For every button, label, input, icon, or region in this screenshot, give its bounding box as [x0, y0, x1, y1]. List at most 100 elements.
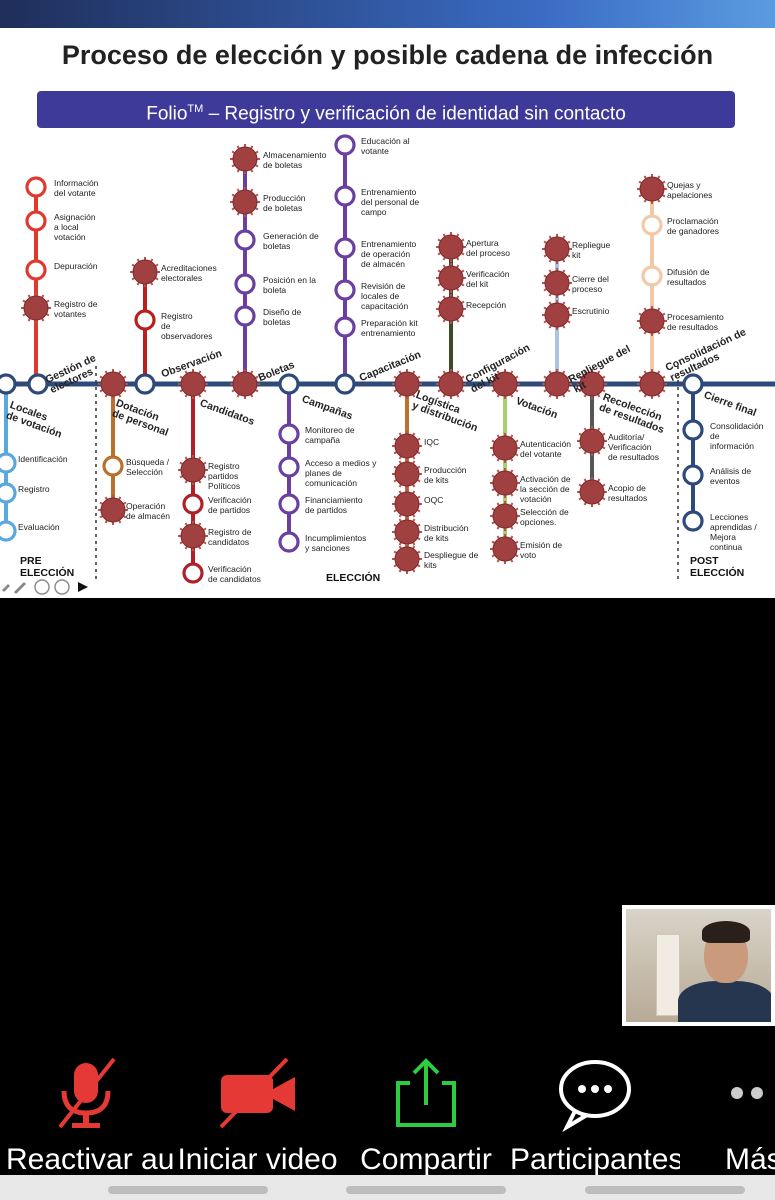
- more-icon: [54, 579, 70, 595]
- gestion-item-0: Información del votante: [54, 178, 99, 198]
- more-button[interactable]: Más: [725, 1050, 775, 1177]
- candidatos-virus-0: [178, 455, 208, 485]
- phase-election: ELECCIÓN: [326, 572, 381, 584]
- cierre-main-station: [682, 373, 704, 395]
- campanas-item-2: Financiamiento de partidos: [305, 495, 363, 515]
- consolidacion-station-2: [641, 265, 663, 287]
- consolidacion-item-1: Proclamación de ganadores: [667, 216, 719, 236]
- boletas-virus-1: [230, 187, 260, 217]
- campanas-item-0: Monitoreo de campaña: [305, 425, 355, 445]
- campanas-item-3: Incumplimientos y sanciones: [305, 533, 367, 553]
- pen-icon: [14, 582, 26, 594]
- capacitacion-station-2: [334, 237, 356, 259]
- annotation-tools[interactable]: [0, 578, 95, 599]
- repliegue-virus-2: [542, 300, 572, 330]
- observacion-item-1: Registro de observadores: [161, 311, 213, 341]
- logistica-main-virus: [392, 369, 422, 399]
- campanas-main-station: [278, 373, 300, 395]
- campanas-item-1: Acceso a medios y planes de comunicación: [305, 458, 377, 488]
- boletas-station-2: [234, 229, 256, 251]
- locales-station-1: [0, 482, 17, 504]
- participant-video-feed: [626, 909, 771, 1022]
- votacion-virus-0: [490, 433, 520, 463]
- capacitacion-item-2: Entrenamiento de operación de almacén: [361, 239, 417, 269]
- votacion-virus-2: [490, 501, 520, 531]
- share-button[interactable]: Compartir: [352, 1050, 500, 1177]
- gestion-station-1: [25, 210, 47, 232]
- recoleccion-virus-1: [577, 477, 607, 507]
- cierre-item-0: Consolidación de información: [710, 421, 764, 451]
- dotacion-virus-1: [98, 495, 128, 525]
- dotacion-item-1: Operación de almacén: [126, 501, 170, 521]
- votacion-main-virus: [490, 369, 520, 399]
- capacitacion-station-4: [334, 316, 356, 338]
- capacitacion-station-3: [334, 279, 356, 301]
- participant-body: [678, 981, 771, 1022]
- gestion-item-1: Asignación a local votación: [54, 212, 96, 242]
- nav-back-handle[interactable]: [585, 1186, 745, 1194]
- boletas-item-2: Generación de boletas: [263, 231, 319, 251]
- logistica-item-4: Despliegue de kits: [424, 550, 479, 570]
- locales-item-2: Evaluación: [18, 522, 60, 532]
- candidatos-item-2: Registro de candidatos: [208, 527, 252, 547]
- logistica-virus-1: [392, 459, 422, 489]
- locales-item-1: Registro: [18, 484, 50, 494]
- gestion-virus-3: [21, 293, 51, 323]
- capacitacion-item-1: Entrenamiento del personal de campo: [361, 187, 420, 217]
- background-shelf: [656, 934, 680, 1016]
- configuracion-item-0: Apertura del proceso: [466, 238, 510, 258]
- more-label: Más: [725, 1143, 775, 1176]
- boletas-item-0: Almacenamiento de boletas: [263, 150, 327, 170]
- video-off-icon: [170, 1050, 345, 1135]
- gestion-station-0: [25, 176, 47, 198]
- next-arrow-icon: [78, 582, 88, 592]
- configuracion-virus-1: [436, 263, 466, 293]
- capacitacion-station-0: [334, 134, 356, 156]
- repliegue-item-0: Repliegue kit: [572, 240, 611, 260]
- nav-recent-handle[interactable]: [108, 1186, 268, 1194]
- observacion-station-1: [134, 309, 156, 331]
- start-video-button[interactable]: Iniciar video: [170, 1050, 345, 1177]
- participant-hair: [702, 921, 750, 943]
- logistica-virus-4: [392, 544, 422, 574]
- votacion-item-3: Emisión de voto: [520, 540, 563, 560]
- observacion-virus-0: [130, 257, 160, 287]
- candidatos-station-3: [182, 562, 204, 584]
- cierre-station-0: [682, 419, 704, 441]
- dotacion-main-virus: [98, 369, 128, 399]
- participants-button[interactable]: Participantes: [510, 1050, 680, 1177]
- configuracion-virus-2: [436, 294, 466, 324]
- logistica-item-0: IQC: [424, 437, 440, 447]
- repliegue-virus-0: [542, 234, 572, 264]
- configuracion-item-2: Recepción: [466, 300, 507, 310]
- unmute-label: Reactivar au: [6, 1143, 175, 1176]
- locales-station-2: [0, 520, 17, 542]
- boletas-main-virus: [230, 369, 260, 399]
- logistica-item-2: OQC: [424, 495, 444, 505]
- votacion-virus-1: [490, 468, 520, 498]
- repliegue-main-virus: [542, 369, 572, 399]
- chat-bubble-icon: [510, 1050, 680, 1135]
- cierre-station-2: [682, 510, 704, 532]
- consolidacion-item-0: Quejas y apelaciones: [667, 180, 713, 200]
- observacion-main-station: [134, 373, 156, 395]
- unmute-button[interactable]: Reactivar au: [6, 1050, 175, 1177]
- consolidacion-station-1: [641, 214, 663, 236]
- shared-slide: Proceso de elección y posible cadena de …: [0, 28, 775, 598]
- boletas-station-3: [234, 273, 256, 295]
- dotacion-item-0: Búsqueda / Selección: [126, 457, 170, 477]
- candidatos-main-virus: [178, 369, 208, 399]
- gestion-item-2: Depuración: [54, 261, 98, 271]
- participants-label: Participantes: [510, 1143, 680, 1176]
- participant-video-thumbnail[interactable]: [622, 905, 775, 1026]
- votacion-virus-3: [490, 534, 520, 564]
- consolidacion-virus-3: [637, 306, 667, 336]
- configuracion-item-1: Verificación del kit: [466, 269, 510, 289]
- pointer-icon: [2, 584, 10, 592]
- slide-banner: FolioTM – Registro y verificación de ide…: [37, 91, 735, 128]
- nav-home-handle[interactable]: [346, 1186, 506, 1194]
- annotation-tools-icons[interactable]: [0, 578, 95, 596]
- system-navigation-bar: [0, 1175, 775, 1200]
